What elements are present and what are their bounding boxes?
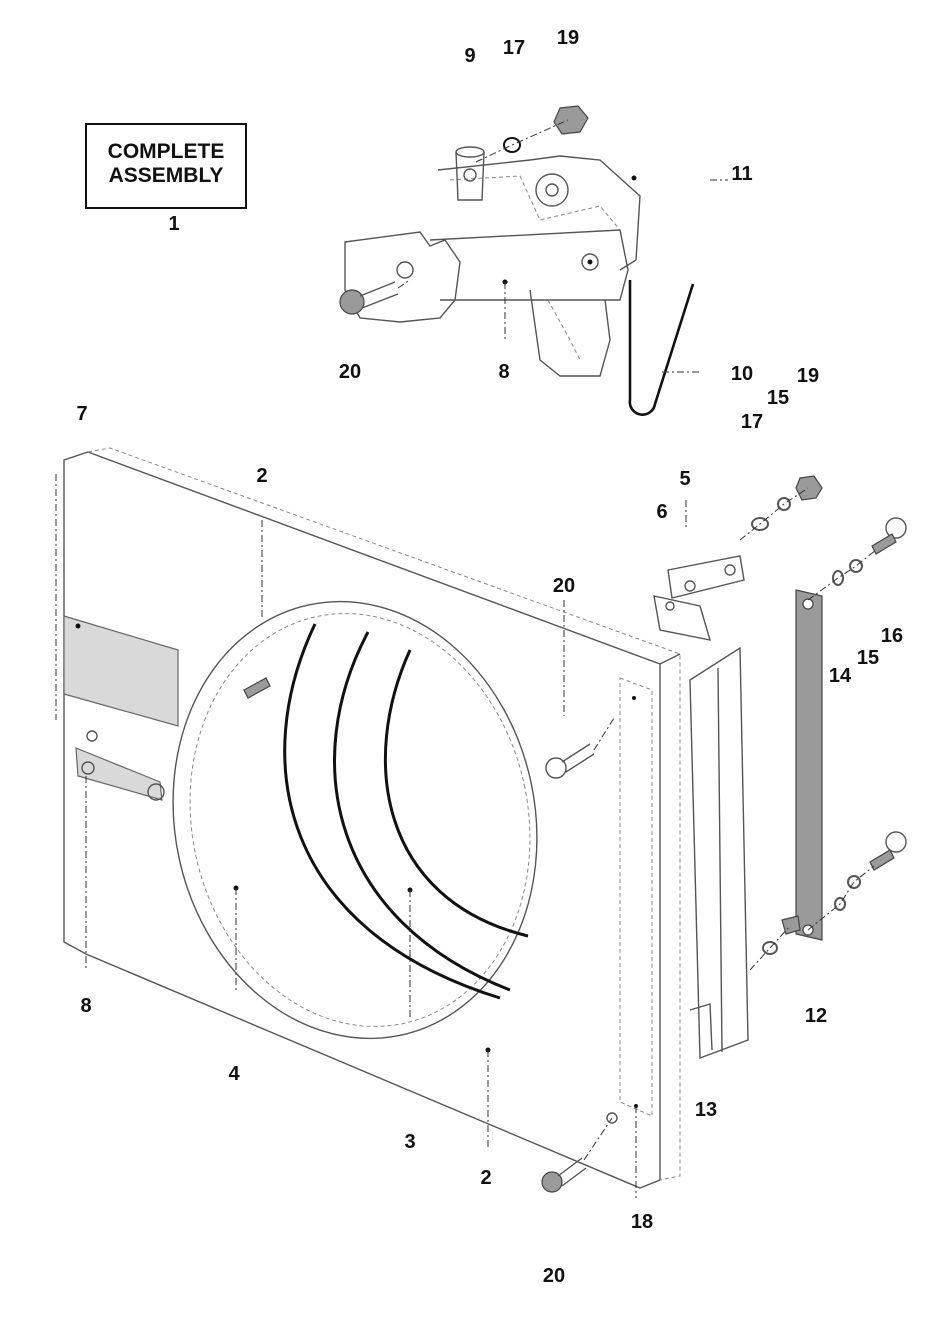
fasteners-right-upper: [739, 475, 907, 601]
callout-12: 12: [805, 1005, 827, 1027]
callout-4: 4: [228, 1063, 240, 1085]
assembly-box-line1: COMPLETE: [108, 140, 225, 163]
shroud-panel: [63, 447, 681, 1189]
fasteners-right-lower: [749, 831, 907, 971]
callout-9: 9: [464, 45, 475, 67]
small-bolt-left: [243, 677, 271, 699]
callout-5: 5: [679, 468, 690, 490]
callout-2-bottom: 2: [480, 1167, 491, 1189]
callout-labels: 1 2 2 3 4 5 6 7 8 8 9 10 11 12 13 14 15 …: [76, 27, 903, 1287]
callout-20-top: 20: [339, 361, 361, 383]
callout-3: 3: [404, 1131, 415, 1153]
bolt-20-middle: [545, 717, 615, 779]
callout-7: 7: [76, 403, 87, 425]
leader-lines: [55, 179, 728, 1198]
callout-15-top: 15: [767, 387, 789, 409]
callout-15-right: 15: [857, 647, 879, 669]
pin-9: [455, 146, 485, 201]
callout-2-top: 2: [256, 465, 267, 487]
fan-ring: [172, 600, 538, 1053]
callout-1: 1: [168, 213, 179, 235]
callout-16: 16: [881, 625, 903, 647]
callout-19-top: 19: [557, 27, 579, 49]
callout-20-middle: 20: [553, 575, 575, 597]
callout-20-bottom: 20: [543, 1265, 565, 1287]
callout-18: 18: [631, 1211, 653, 1233]
engine-block: [344, 155, 641, 377]
brackets-5-6: [653, 555, 745, 641]
bracket-8-left: [75, 730, 165, 801]
callout-19-right: 19: [797, 365, 819, 387]
callout-17-top: 17: [503, 37, 525, 59]
strap-12: [795, 589, 823, 941]
top-fasteners: [475, 105, 589, 163]
callout-8-engine: 8: [498, 361, 509, 383]
callout-14: 14: [829, 665, 852, 687]
channel-13: [689, 646, 749, 1060]
callout-17-right: 17: [741, 411, 763, 433]
complete-assembly-box: COMPLETE ASSEMBLY: [85, 123, 247, 209]
callout-13: 13: [695, 1099, 717, 1121]
seal-18: [619, 677, 653, 1117]
plate-7: [63, 615, 179, 727]
bolt-20-bottom: [541, 1112, 618, 1193]
callout-10: 10: [731, 363, 753, 385]
callout-8-bracket: 8: [80, 995, 91, 1017]
callout-6: 6: [656, 501, 667, 523]
callout-11: 11: [731, 163, 752, 185]
belt-10: [628, 280, 700, 416]
assembly-box-line2: ASSEMBLY: [109, 164, 224, 187]
bolt-20-top: [339, 279, 411, 315]
